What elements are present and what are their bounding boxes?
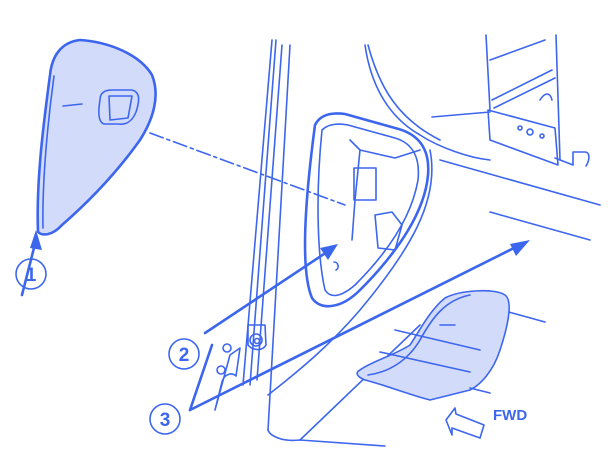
leader-1 bbox=[20, 238, 38, 297]
alignment-leader-line bbox=[149, 132, 346, 206]
leader-2 bbox=[203, 248, 332, 335]
trim-cover-panel bbox=[36, 38, 157, 236]
leader-3a bbox=[188, 243, 522, 412]
b-pillar bbox=[214, 39, 291, 431]
forward-arrow-icon bbox=[445, 407, 485, 439]
fwd-label: FWD bbox=[493, 407, 527, 424]
arrowhead-3-icon bbox=[510, 240, 530, 256]
callout-2-label: 2 bbox=[179, 345, 190, 366]
callout-1: 1 bbox=[15, 258, 47, 290]
callout-1-label: 1 bbox=[26, 265, 37, 286]
wheelhouse-step bbox=[356, 289, 510, 401]
quarter-trim bbox=[267, 44, 491, 447]
leader-arrows bbox=[20, 230, 530, 412]
callout-2: 2 bbox=[168, 338, 200, 370]
callout-3-label: 3 bbox=[160, 410, 171, 431]
forward-direction-indicator: FWD bbox=[445, 407, 527, 439]
leader-3b bbox=[188, 343, 214, 412]
rear-upper-structure bbox=[431, 34, 601, 323]
callout-3: 3 bbox=[149, 403, 181, 435]
arrowhead-1-icon bbox=[30, 230, 42, 250]
arrowhead-2-icon bbox=[320, 244, 338, 260]
